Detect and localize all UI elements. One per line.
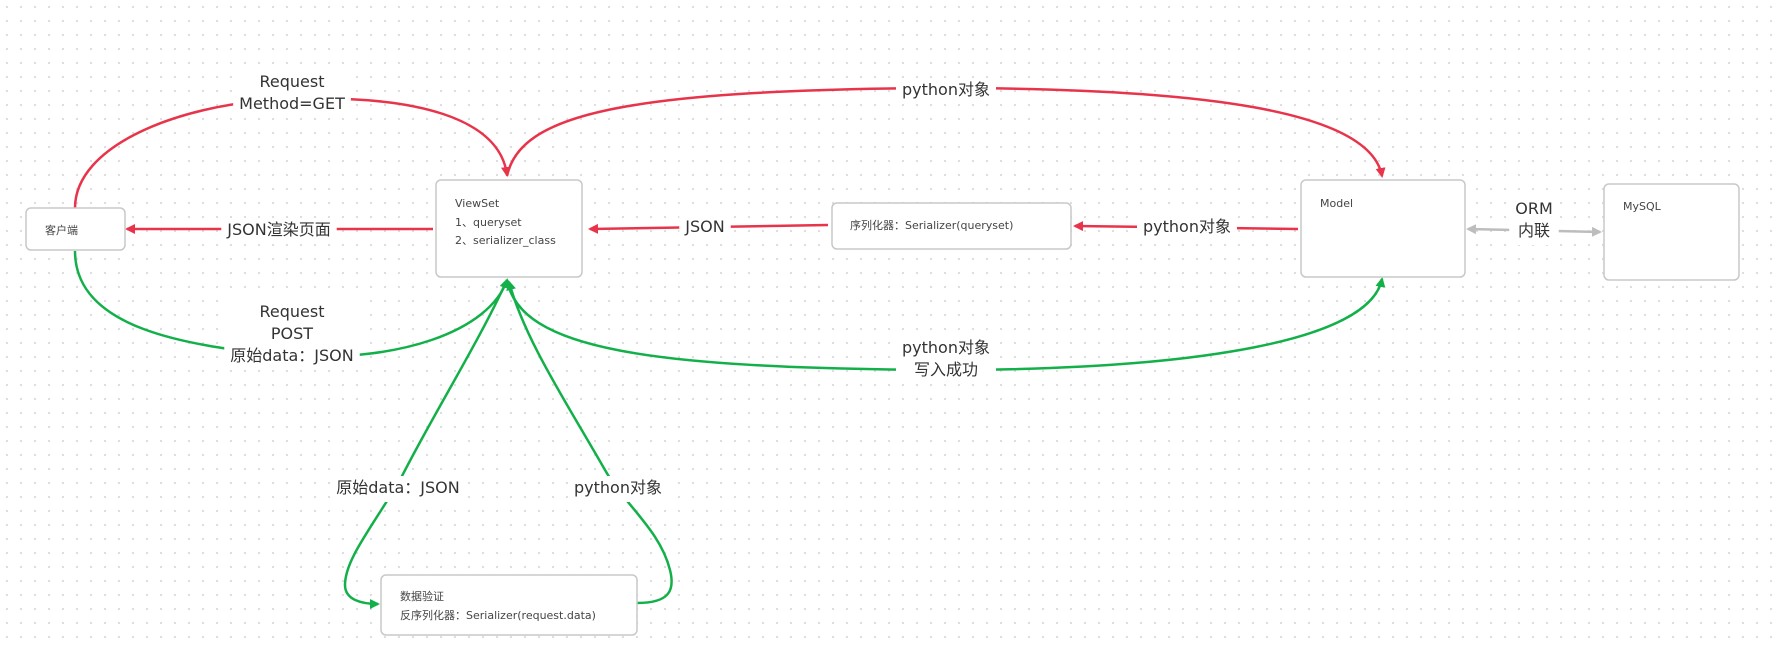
edge-label-background <box>224 300 360 370</box>
node-label: 2、serializer_class <box>455 234 556 247</box>
edge-label-background <box>896 78 996 104</box>
edge-label-text: Method=GET <box>239 94 345 113</box>
node-label: 1、queryset <box>455 216 522 229</box>
node-deserializer: 数据验证 反序列化器：Serializer(request.data) <box>380 574 638 636</box>
node-label: MySQL <box>1623 200 1662 213</box>
node-mysql: MySQL <box>1603 183 1740 281</box>
edge-label-background <box>1137 215 1237 241</box>
edge-label-text: python对象 <box>902 80 990 99</box>
edge-label-json: JSON <box>679 215 731 241</box>
edge-label-text: Request <box>260 302 325 321</box>
edge-label-background <box>233 70 351 118</box>
edge-label-background <box>568 476 668 502</box>
edge-label-text: 内联 <box>1518 221 1550 240</box>
edge-label-text: 原始data：JSON <box>230 346 353 365</box>
edge-label-model-to-serializer: python对象 <box>1137 215 1237 241</box>
node-label: 序列化器：Serializer(queryset) <box>850 218 1013 232</box>
edge-label-text: python对象 <box>902 338 990 357</box>
edge-label-background <box>1509 197 1559 245</box>
edge-label-render-page: JSON渲染页面 <box>221 218 337 244</box>
edge-label-orm: ORM 内联 <box>1509 197 1559 245</box>
edge-label-text: python对象 <box>1143 217 1231 236</box>
edge-label-validated-object: python对象 <box>568 476 668 502</box>
node-label: 客户端 <box>45 223 78 237</box>
node-client: 客户端 <box>25 207 126 251</box>
edge-raw-data <box>343 279 509 609</box>
node-label: Model <box>1320 197 1353 210</box>
node-label: ViewSet <box>455 197 500 210</box>
edge-label-background <box>330 476 466 502</box>
node-model: Model <box>1300 179 1466 278</box>
edge-validated-object <box>506 280 673 605</box>
edge-label-text: python对象 <box>574 478 662 497</box>
edge-label-raw-data: 原始data：JSON <box>330 476 466 502</box>
edge-label-text: POST <box>271 324 313 343</box>
edge-label-text: Request <box>260 72 325 91</box>
edge-label-background <box>679 215 731 241</box>
edge-label-text: 写入成功 <box>914 360 978 379</box>
node-serializer: 序列化器：Serializer(queryset) <box>831 202 1072 250</box>
node-viewset: ViewSet 1、queryset 2、serializer_class <box>435 179 583 278</box>
edge-label-text: JSON <box>684 217 724 236</box>
edge-label-background <box>896 336 996 384</box>
node-label: 数据验证 <box>400 589 444 603</box>
node-label: 反序列化器：Serializer(request.data) <box>400 608 596 622</box>
edge-label-viewset-to-model: python对象 <box>896 78 996 104</box>
edge-label-text: JSON渲染页面 <box>226 220 330 239</box>
edge-label-text: 原始data：JSON <box>336 478 459 497</box>
edge-label-text: ORM <box>1515 199 1553 218</box>
edge-label-background <box>221 218 337 244</box>
